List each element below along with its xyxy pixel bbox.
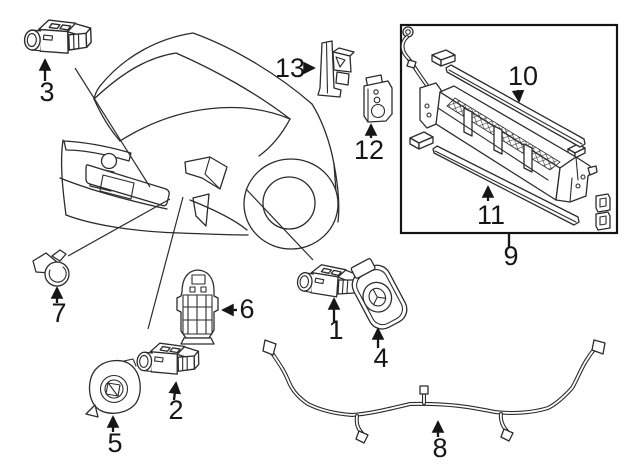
callout-1[interactable]: 1 <box>327 297 344 345</box>
callout-11-label[interactable]: 11 <box>477 200 505 230</box>
part-6-sensor-bracket-cage[interactable] <box>176 269 219 345</box>
leader-lines <box>67 67 314 330</box>
assembly-box-border <box>399 23 619 235</box>
callout-12-label[interactable]: 12 <box>354 135 384 165</box>
callout-6-label[interactable]: 6 <box>239 294 254 324</box>
callout-4[interactable]: 4 <box>371 327 389 373</box>
callout-9[interactable]: 9 <box>503 234 519 271</box>
part-13-bumper-side-bracket[interactable] <box>317 40 355 98</box>
callout-8[interactable]: 8 <box>431 420 448 463</box>
callout-3[interactable]: 3 <box>38 58 55 107</box>
callout-1-label[interactable]: 1 <box>328 315 343 345</box>
callout-7-label[interactable]: 7 <box>51 298 66 328</box>
part-2-ultrasonic-sensor[interactable] <box>135 341 201 376</box>
part-11-lower-retainer[interactable] <box>432 145 580 226</box>
callout-10[interactable]: 10 <box>508 61 538 103</box>
callout-3-label[interactable]: 3 <box>39 77 54 107</box>
callout-5[interactable]: 5 <box>106 415 123 458</box>
callout-5-label[interactable]: 5 <box>107 428 122 458</box>
part-12-sensor-bracket[interactable] <box>363 74 393 123</box>
callout-12[interactable]: 12 <box>354 123 384 165</box>
part-3-ultrasonic-sensor[interactable] <box>23 18 93 55</box>
callout-11[interactable]: 11 <box>477 185 505 230</box>
callouts: 1 2 3 4 5 6 7 8 <box>38 53 538 463</box>
part-8-bumper-wire-harness[interactable] <box>262 339 606 444</box>
part-4-sensor-retainer-plate[interactable] <box>344 253 412 334</box>
callout-8-label[interactable]: 8 <box>432 433 447 463</box>
callout-4-label[interactable]: 4 <box>373 343 388 373</box>
callout-6[interactable]: 6 <box>221 294 255 324</box>
callout-2-label[interactable]: 2 <box>168 395 183 425</box>
callout-13[interactable]: 13 <box>275 53 316 83</box>
part-7-sensor-retainer[interactable] <box>32 249 70 287</box>
part-5-clearance-warning-buzzer[interactable] <box>85 358 141 418</box>
part-10-upper-retainer[interactable] <box>445 64 586 148</box>
callout-7[interactable]: 7 <box>50 286 67 328</box>
callout-10-label[interactable]: 10 <box>508 61 538 91</box>
vehicle-rear-illustration <box>59 32 340 250</box>
callout-2[interactable]: 2 <box>168 381 184 425</box>
callout-13-label[interactable]: 13 <box>275 53 305 83</box>
part-9-reinforcement-assembly[interactable] <box>399 23 619 235</box>
callout-9-label[interactable]: 9 <box>503 241 518 271</box>
